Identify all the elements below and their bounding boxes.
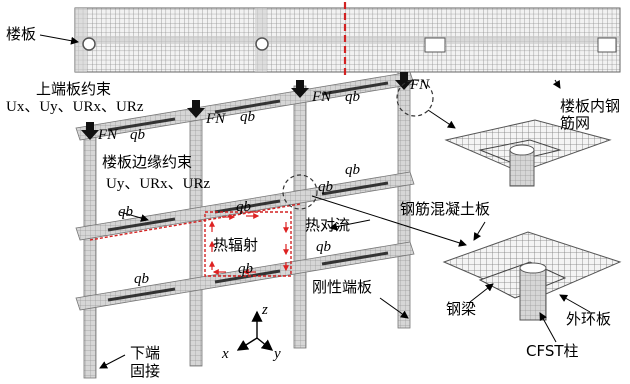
fn-label-4: FN <box>410 77 430 93</box>
label-slab: 楼板 <box>6 25 37 43</box>
label-slab-rebar-mesh: 楼板内钢筋网 <box>560 97 621 133</box>
label-steel-beam: 钢梁 <box>446 300 477 318</box>
fn-label-3: FN <box>312 89 332 105</box>
label-thermal-convection: 热对流 <box>305 216 351 234</box>
axis-x-label: x <box>222 346 229 362</box>
fn-label-1: FN <box>98 127 118 143</box>
qb-label-2: qb <box>240 109 255 125</box>
axis-z-label: z <box>262 302 268 318</box>
qb-label-4: qb <box>118 204 133 220</box>
leader-lines <box>39 34 591 369</box>
label-cfst-column: CFST柱 <box>526 342 579 360</box>
label-edge-constraint: 楼板边缘约束 <box>102 153 193 171</box>
qb-label-6: qb <box>318 179 333 195</box>
column-mid-left <box>189 107 203 367</box>
label-bottom-fixed: 下端固接 <box>130 344 161 380</box>
qb-label-3: qb <box>345 89 360 105</box>
qb-label-1: qb <box>130 127 145 143</box>
axis-y-label: y <box>274 346 281 362</box>
qb-label-5: qb <box>236 199 251 215</box>
edge-dofs: Uy、URx、URz <box>106 176 211 192</box>
qb-label-8: qb <box>134 271 149 287</box>
detail-top-joint <box>444 119 612 187</box>
qb-label-9: qb <box>238 261 253 277</box>
column-left <box>83 129 97 379</box>
qb-label-10: qb <box>316 239 331 255</box>
label-outer-ring-plate: 外环板 <box>566 310 612 328</box>
label-rigid-end-plate: 刚性端板 <box>312 278 373 296</box>
detail-mid-joint <box>442 231 622 321</box>
heated-compartment <box>89 203 301 277</box>
radiation-arrows <box>209 213 289 275</box>
fn-label-2: FN <box>206 111 226 127</box>
slab-plan-mesh <box>74 2 621 78</box>
label-top-constraint: 上端板约束 <box>36 80 112 98</box>
qb-label-7: qb <box>345 162 360 178</box>
axial-load-arrows <box>81 72 413 140</box>
label-rc-slab: 钢筋混凝土板 <box>400 200 491 218</box>
detail-circle-top <box>396 79 434 117</box>
detail-circle-mid <box>282 174 318 210</box>
coordinate-axes <box>236 310 274 351</box>
top-dofs: Ux、Uy、URx、URz <box>6 99 144 115</box>
label-thermal-radiation: 热辐射 <box>213 236 259 254</box>
